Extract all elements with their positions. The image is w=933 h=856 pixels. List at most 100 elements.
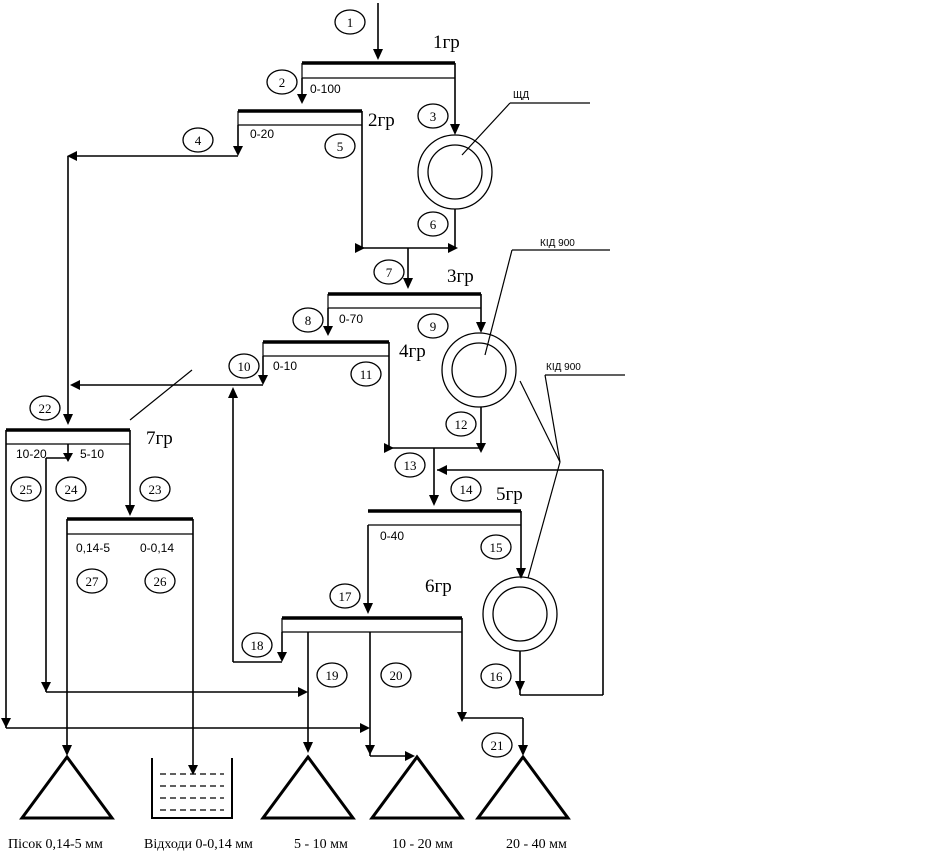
- screen-2: [237, 109, 362, 126]
- product-5-10-label: 5 - 10 мм: [294, 837, 348, 852]
- stream-marker-circle: [76, 568, 108, 594]
- fraction-5-10: 5-10: [80, 447, 104, 461]
- stream-marker-circle: [480, 534, 512, 560]
- stream-marker-number: 24: [65, 482, 79, 497]
- stream-marker-circle: [481, 732, 513, 758]
- stream-marker-number: 27: [86, 574, 100, 589]
- stream-marker-18: 18: [241, 632, 273, 658]
- fraction-labels: 0-100 0-20 0-70 0-10 0-40 10-20 5-10 0,1…: [16, 82, 404, 555]
- fraction-0-70: 0-70: [339, 312, 363, 326]
- stream-marker-number: 21: [491, 738, 504, 753]
- fraction-0-100: 0-100: [310, 82, 341, 96]
- stream-marker-circle: [380, 662, 412, 688]
- stream-marker-6: 6: [417, 211, 449, 237]
- stage-labels: 1гр 2гр 3гр 4гр 5гр 6гр 7гр: [146, 32, 523, 597]
- stream-marker-number: 11: [360, 367, 373, 382]
- stream-marker-circle: [350, 361, 382, 387]
- stream-marker-circle: [241, 632, 273, 658]
- fraction-0-20: 0-20: [250, 127, 274, 141]
- stream-marker-5: 5: [324, 133, 356, 159]
- fraction-0-40: 0-40: [380, 529, 404, 543]
- product-20-40-label: 20 - 40 мм: [506, 837, 567, 852]
- screen-1: [301, 61, 455, 79]
- screen-4: [262, 340, 389, 357]
- stage-label-6: 6гр: [425, 576, 452, 597]
- product-10-20-label: 10 - 20 мм: [392, 837, 453, 852]
- stream-marker-number: 9: [430, 319, 437, 334]
- stream-marker-number: 18: [251, 638, 264, 653]
- stream-marker-14: 14: [450, 476, 482, 502]
- stream-marker-number: 20: [390, 668, 403, 683]
- stream-marker-number: 8: [305, 313, 312, 328]
- stream-marker-number: 1: [347, 15, 354, 30]
- stream-marker-circle: [182, 127, 214, 153]
- stage-label-7: 7гр: [146, 428, 173, 449]
- stage-label-1: 1гр: [433, 32, 460, 53]
- stream-marker-9: 9: [417, 313, 449, 339]
- fraction-10-20: 10-20: [16, 447, 47, 461]
- stream-marker-number: 14: [460, 482, 474, 497]
- stream-marker-21: 21: [481, 732, 513, 758]
- stream-marker-number: 6: [430, 217, 437, 232]
- stream-marker-17: 17: [329, 583, 361, 609]
- stream-marker-circle: [417, 211, 449, 237]
- stream-marker-circle: [394, 452, 426, 478]
- stream-marker-number: 19: [326, 668, 339, 683]
- stream-marker-circle: [266, 69, 298, 95]
- stream-marker-circle: [228, 353, 260, 379]
- stream-marker-circle: [480, 663, 512, 689]
- stream-marker-circle: [316, 662, 348, 688]
- cone-crusher-1: [441, 249, 610, 408]
- stream-marker-circle: [417, 313, 449, 339]
- stream-marker-15: 15: [480, 534, 512, 560]
- classifier-screen: [67, 517, 193, 535]
- screen-3: [327, 292, 481, 309]
- stream-marker-circle: [334, 9, 366, 35]
- stage-label-5: 5гр: [496, 484, 523, 505]
- stream-marker-7: 7: [373, 259, 405, 285]
- stage-label-3: 3гр: [447, 266, 474, 287]
- stream-marker-number: 16: [490, 669, 504, 684]
- product-waste-label: Відходи 0-0,14 мм: [144, 837, 253, 852]
- cone-crusher-2-label: КІД 900: [546, 362, 581, 373]
- stream-marker-number: 12: [455, 417, 468, 432]
- pile-10-20: [369, 754, 465, 820]
- screen-6: [281, 616, 462, 633]
- stream-marker-10: 10: [228, 353, 260, 379]
- cone-crusher-1-label: КІД 900: [540, 238, 575, 249]
- screen-7: [6, 428, 130, 445]
- stream-marker-8: 8: [292, 307, 324, 333]
- stage-label-2: 2гр: [368, 110, 395, 131]
- stream-marker-23: 23: [139, 476, 171, 502]
- stream-marker-24: 24: [55, 476, 87, 502]
- stream-marker-circle: [450, 476, 482, 502]
- jaw-crusher-label: ЩД: [513, 90, 529, 101]
- stream-marker-25: 25: [10, 476, 42, 502]
- stream-marker-4: 4: [182, 127, 214, 153]
- stream-marker-circle: [55, 476, 87, 502]
- stage-label-4: 4гр: [399, 341, 426, 362]
- stream-marker-1: 1: [334, 9, 366, 35]
- stream-marker-number: 13: [404, 458, 417, 473]
- product-sand-label: Пісок 0,14-5 мм: [8, 837, 103, 852]
- equipment-labels: ЩД КІД 900 КІД 900: [513, 90, 581, 373]
- stream-marker-27: 27: [76, 568, 108, 594]
- stream-marker-number: 3: [430, 109, 437, 124]
- stream-marker-circle: [329, 583, 361, 609]
- stream-marker-number: 5: [337, 139, 344, 154]
- stream-marker-number: 22: [39, 401, 52, 416]
- product-piles: [19, 754, 571, 820]
- stream-marker-number: 25: [20, 482, 33, 497]
- sand-pile: [19, 754, 115, 820]
- flow-lines: [1, 3, 604, 775]
- stream-marker-circle: [417, 103, 449, 129]
- stream-marker-20: 20: [380, 662, 412, 688]
- screen-5: [368, 509, 521, 526]
- stream-marker-number: 17: [339, 589, 353, 604]
- stream-marker-circle: [144, 568, 176, 594]
- stream-marker-number: 15: [490, 540, 503, 555]
- stream-marker-26: 26: [144, 568, 176, 594]
- stream-marker-19: 19: [316, 662, 348, 688]
